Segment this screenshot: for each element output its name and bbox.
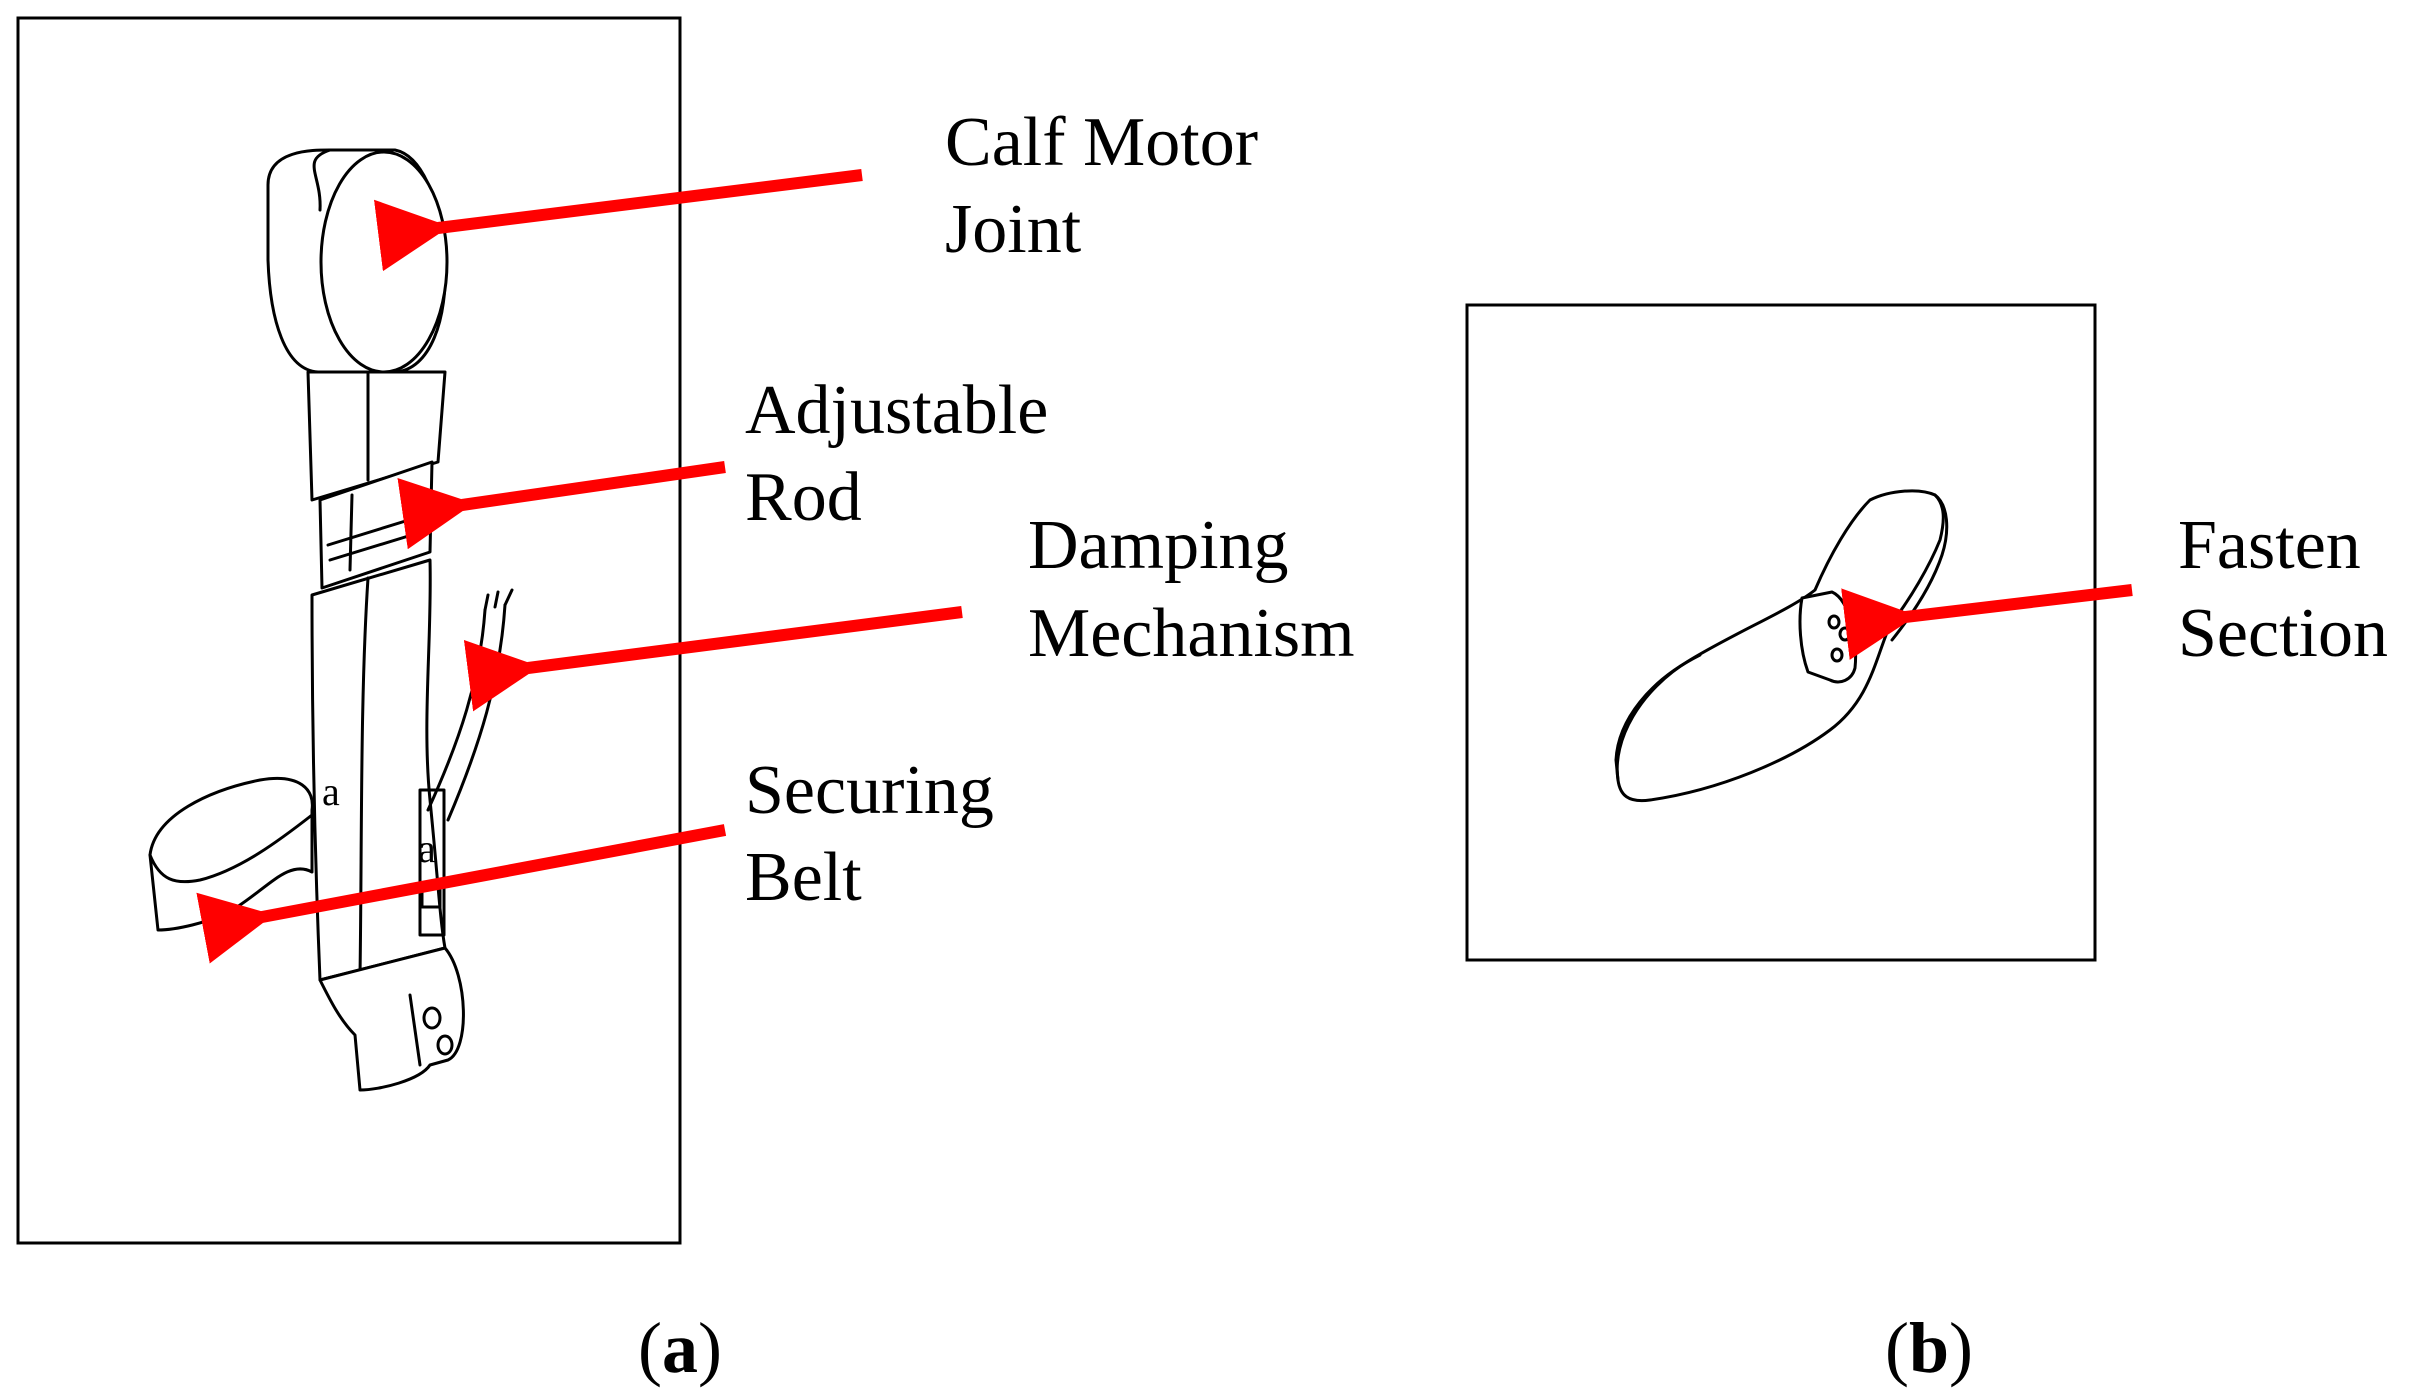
- arrow-calf-motor-joint: [373, 169, 863, 272]
- label-calf-motor-joint-line2: Joint: [945, 191, 1082, 268]
- panel-a-frame: [16, 16, 682, 1245]
- caption-a-close: ): [698, 1308, 722, 1388]
- caption-a: (a): [638, 1308, 722, 1388]
- label-adjustable-rod-line1: Adjustable: [745, 372, 1048, 449]
- arrow-damping-mechanism: [463, 606, 963, 712]
- label-securing-belt: Securing Belt: [745, 752, 1011, 916]
- label-damping-mechanism-line1: Damping: [1028, 507, 1289, 584]
- panel-b: Fasten Section (b): [1465, 303, 2388, 1388]
- damping-mechanism-sketch: a: [418, 588, 514, 937]
- shank-body-sketch: a: [310, 558, 447, 982]
- label-damping-mechanism: Damping Mechanism: [1028, 507, 1355, 672]
- label-fasten-section: Fasten Section: [2178, 507, 2388, 672]
- label-securing-belt-line2: Belt: [745, 839, 862, 916]
- label-fasten-section-line2: Section: [2178, 595, 2388, 672]
- calf-motor-joint-sketch: [266, 148, 449, 374]
- arrow-fasten-section: [1841, 584, 2133, 660]
- caption-b-close: ): [1949, 1308, 1973, 1388]
- panel-b-frame: [1465, 303, 2097, 962]
- caption-b-open: (: [1885, 1308, 1909, 1388]
- label-calf-motor-joint-line1: Calf Motor: [945, 104, 1258, 181]
- foot-plate-sketch: [1614, 489, 1949, 803]
- panel-a: a a: [16, 16, 1355, 1388]
- caption-b-letter: b: [1909, 1308, 1949, 1388]
- slot-mark-left: a: [322, 769, 340, 814]
- arrow-securing-belt: [196, 824, 727, 964]
- leg-exoskeleton-sketch: a a: [148, 148, 514, 1092]
- arrow-adjustable-rod: [397, 461, 726, 550]
- label-damping-mechanism-line2: Mechanism: [1028, 595, 1355, 672]
- caption-a-letter: a: [662, 1308, 698, 1388]
- label-adjustable-rod-line2: Rod: [745, 459, 862, 536]
- caption-a-open: (: [638, 1308, 662, 1388]
- label-calf-motor-joint: Calf Motor Joint: [945, 104, 1276, 268]
- caption-b: (b): [1885, 1308, 1973, 1388]
- lower-connector-sketch: [318, 946, 465, 1092]
- slot-mark-right: a: [418, 826, 436, 871]
- label-securing-belt-line1: Securing: [745, 752, 994, 829]
- label-adjustable-rod: Adjustable Rod: [745, 372, 1066, 536]
- label-fasten-section-line1: Fasten: [2178, 507, 2361, 584]
